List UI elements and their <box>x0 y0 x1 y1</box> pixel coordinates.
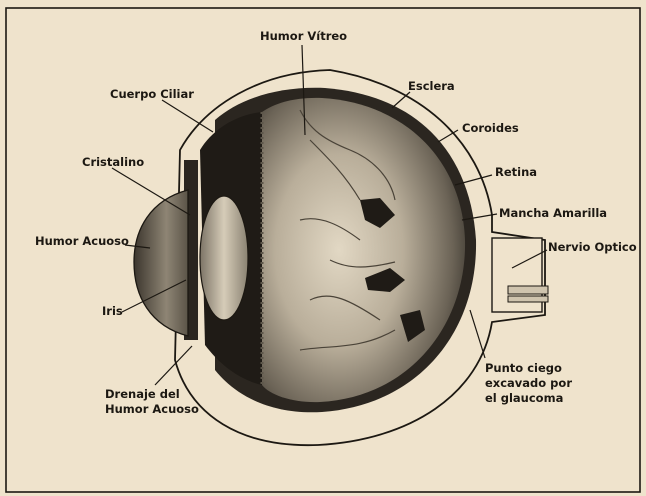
optic-nerve-vessel <box>508 286 548 294</box>
lens <box>200 196 248 320</box>
label-drenaje-2: Humor Acuoso <box>105 402 199 416</box>
label-retina: Retina <box>495 165 537 179</box>
label-humor-acuoso: Humor Acuoso <box>35 234 129 248</box>
label-iris: Iris <box>102 304 123 318</box>
label-coroides: Coroides <box>462 121 519 135</box>
label-esclera: Esclera <box>408 79 455 93</box>
cornea <box>134 190 188 336</box>
label-punto-ciego-3: el glaucoma <box>485 391 563 405</box>
label-drenaje-1: Drenaje del <box>105 387 180 401</box>
label-punto-ciego-2: excavado por <box>485 376 572 390</box>
label-nervio-optico: Nervio Optico <box>548 240 637 254</box>
label-cristalino: Cristalino <box>82 155 144 169</box>
label-mancha-amarilla: Mancha Amarilla <box>499 206 607 220</box>
label-humor-vitreo: Humor Vítreo <box>260 29 347 43</box>
label-punto-ciego-1: Punto ciego <box>485 361 562 375</box>
optic-nerve-vessel <box>508 296 548 302</box>
label-cuerpo-ciliar: Cuerpo Ciliar <box>110 87 194 101</box>
